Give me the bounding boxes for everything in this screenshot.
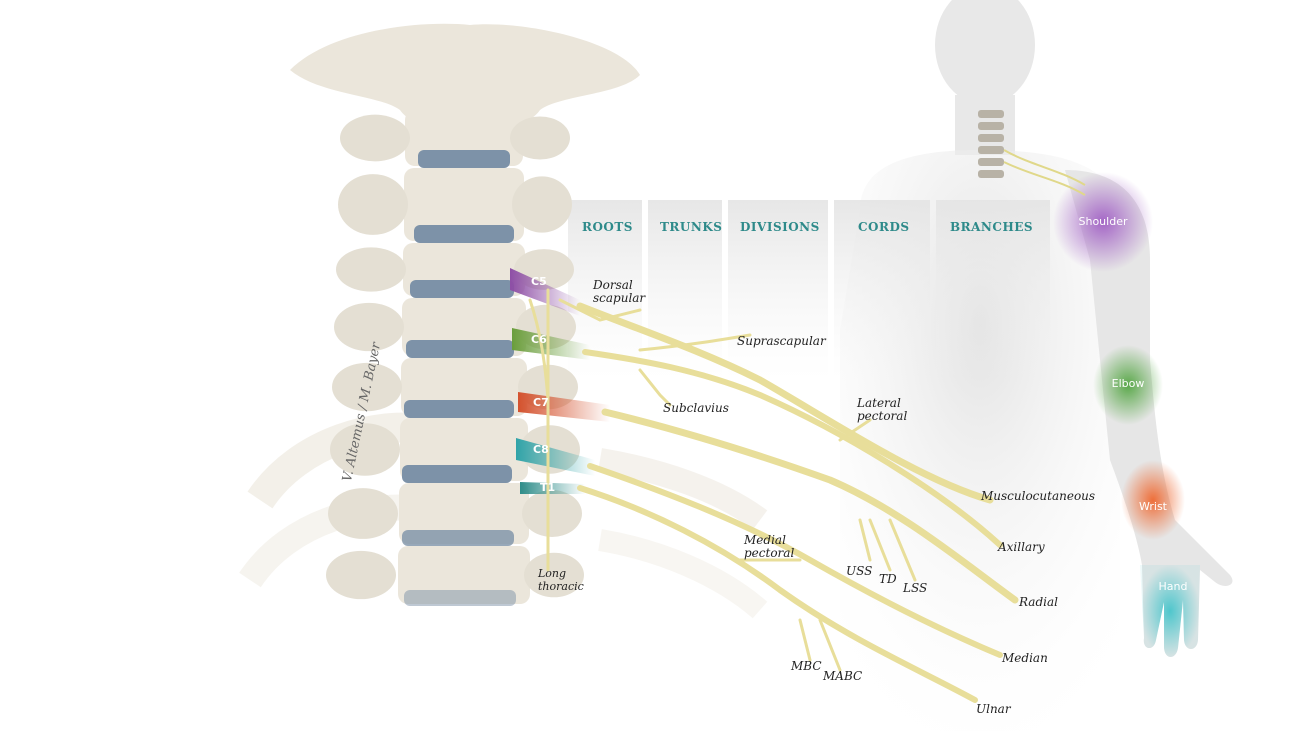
region-label-hand: Hand	[1158, 580, 1188, 593]
label-axillary: Axillary	[998, 540, 1045, 554]
header-trunks: TRUNKS	[660, 220, 723, 234]
vertebra-process	[332, 362, 402, 412]
label-subclavius: Subclavius	[663, 401, 729, 415]
c7-root	[518, 392, 610, 422]
vertebra-process	[510, 116, 570, 160]
label-td: TD	[879, 572, 897, 586]
vertebra	[404, 168, 524, 241]
label-ulnar: Ulnar	[976, 702, 1011, 716]
vertebra-process	[326, 550, 396, 600]
label-mabc: MABC	[823, 669, 863, 683]
vertebra-process	[328, 488, 398, 539]
vertebra-process	[336, 247, 406, 292]
label-suprascapular: Suprascapular	[737, 334, 826, 348]
c5-root	[510, 268, 580, 316]
header-roots: ROOTS	[582, 220, 633, 234]
root-ribbons	[510, 268, 610, 494]
mini-spine	[978, 110, 1086, 196]
root-label-c6: C6	[531, 333, 547, 346]
vertebra	[399, 483, 529, 544]
region-label-shoulder: Shoulder	[1078, 215, 1128, 228]
wrist-region	[1121, 460, 1185, 540]
header-divisions: DIVISIONS	[740, 220, 820, 234]
label-radial: Radial	[1019, 595, 1058, 609]
vertebra-process	[340, 114, 410, 162]
region-label-wrist: Wrist	[1138, 500, 1167, 513]
header-cords: CORDS	[858, 220, 910, 234]
label-lss: LSS	[903, 581, 928, 595]
vertebra-process	[522, 490, 582, 537]
label-musculocutaneous: Musculocutaneous	[981, 489, 1096, 503]
vertebra-process	[334, 302, 404, 352]
label-median: Median	[1002, 651, 1048, 665]
shoulder-region	[1053, 172, 1153, 272]
root-label-c8: C8	[533, 443, 549, 456]
label-uss: USS	[846, 564, 873, 578]
label-mbc: MBC	[791, 659, 822, 673]
header-branches: BRANCHES	[950, 220, 1034, 234]
arm-silhouette	[978, 110, 1233, 657]
root-label-t1: T1	[540, 481, 556, 494]
nerve-plexus	[528, 288, 1019, 703]
vertebra-process	[512, 176, 572, 233]
root-label-c5: C5	[531, 275, 547, 288]
vertebra-process	[338, 174, 408, 235]
vertebra-process	[524, 552, 584, 598]
vertebra	[398, 546, 530, 604]
region-label-elbow: Elbow	[1111, 377, 1145, 390]
c8-root	[516, 438, 595, 476]
hand-region	[1140, 565, 1200, 657]
root-label-c7: C7	[533, 396, 549, 409]
t1-root	[520, 482, 585, 494]
elbow-region	[1093, 345, 1163, 425]
c6-root	[512, 328, 590, 360]
vertebra-process	[330, 423, 400, 476]
